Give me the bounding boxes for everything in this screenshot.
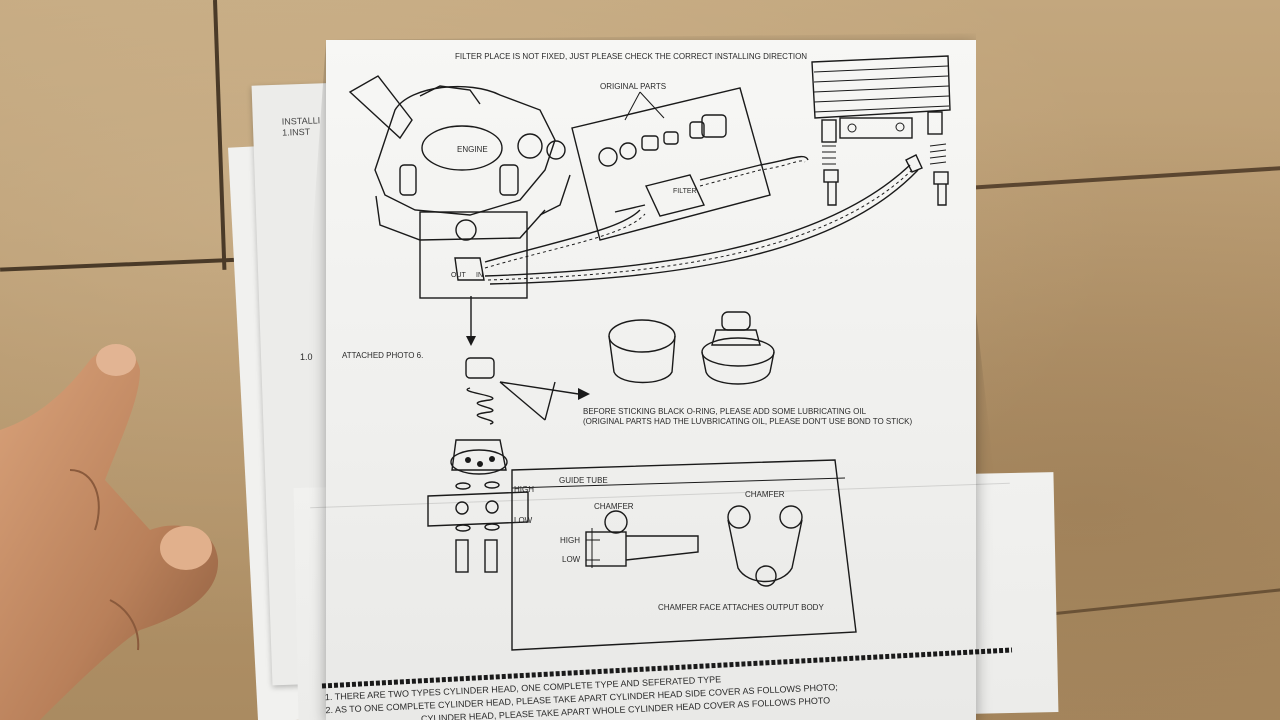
- o-ring-illustration: [608, 311, 775, 385]
- instruction-list: 1. THERE ARE TWO TYPES CYLINDER HEAD, ON…: [325, 674, 838, 720]
- original-parts-panel: [571, 87, 809, 241]
- valve-parts-illustration: [427, 357, 529, 573]
- top-note: FILTER PLACE IS NOT FIXED, JUST PLEASE C…: [455, 52, 807, 61]
- engine-label: ENGINE: [457, 145, 488, 154]
- low-label: LOW: [514, 516, 533, 525]
- high-label: HIGH: [560, 536, 580, 545]
- filter-label: FILTER: [673, 188, 697, 195]
- back-sheet-margin-mark: 1.0: [300, 352, 313, 362]
- chamfer-label: CHAMFER: [594, 502, 634, 511]
- lubricate-note-1: BEFORE STICKING BLACK O-RING, PLEASE ADD…: [583, 407, 867, 416]
- attached-photo-label: ATTACHED PHOTO 6.: [342, 351, 423, 360]
- guide-tube-panel: [511, 459, 857, 651]
- instruction-sheet: [326, 40, 976, 720]
- original-parts-label: ORIGINAL PARTS: [600, 82, 666, 91]
- in-label: IN: [476, 272, 483, 279]
- engine-illustration: [348, 75, 571, 299]
- oil-cooler-illustration: [811, 55, 951, 206]
- lubricate-note-2: (ORIGINAL PARTS HAD THE LUVBRICATING OIL…: [583, 417, 912, 426]
- low-label: LOW: [562, 555, 581, 564]
- guide-tube-label: GUIDE TUBE: [559, 476, 608, 485]
- chamfer-label: CHAMFER: [745, 490, 785, 499]
- high-label: HIGH: [514, 485, 534, 494]
- divider: [321, 647, 1013, 689]
- chamfer-face-note: CHAMFER FACE ATTACHES OUTPUT BODY: [658, 603, 824, 612]
- out-label: OUT: [451, 272, 467, 279]
